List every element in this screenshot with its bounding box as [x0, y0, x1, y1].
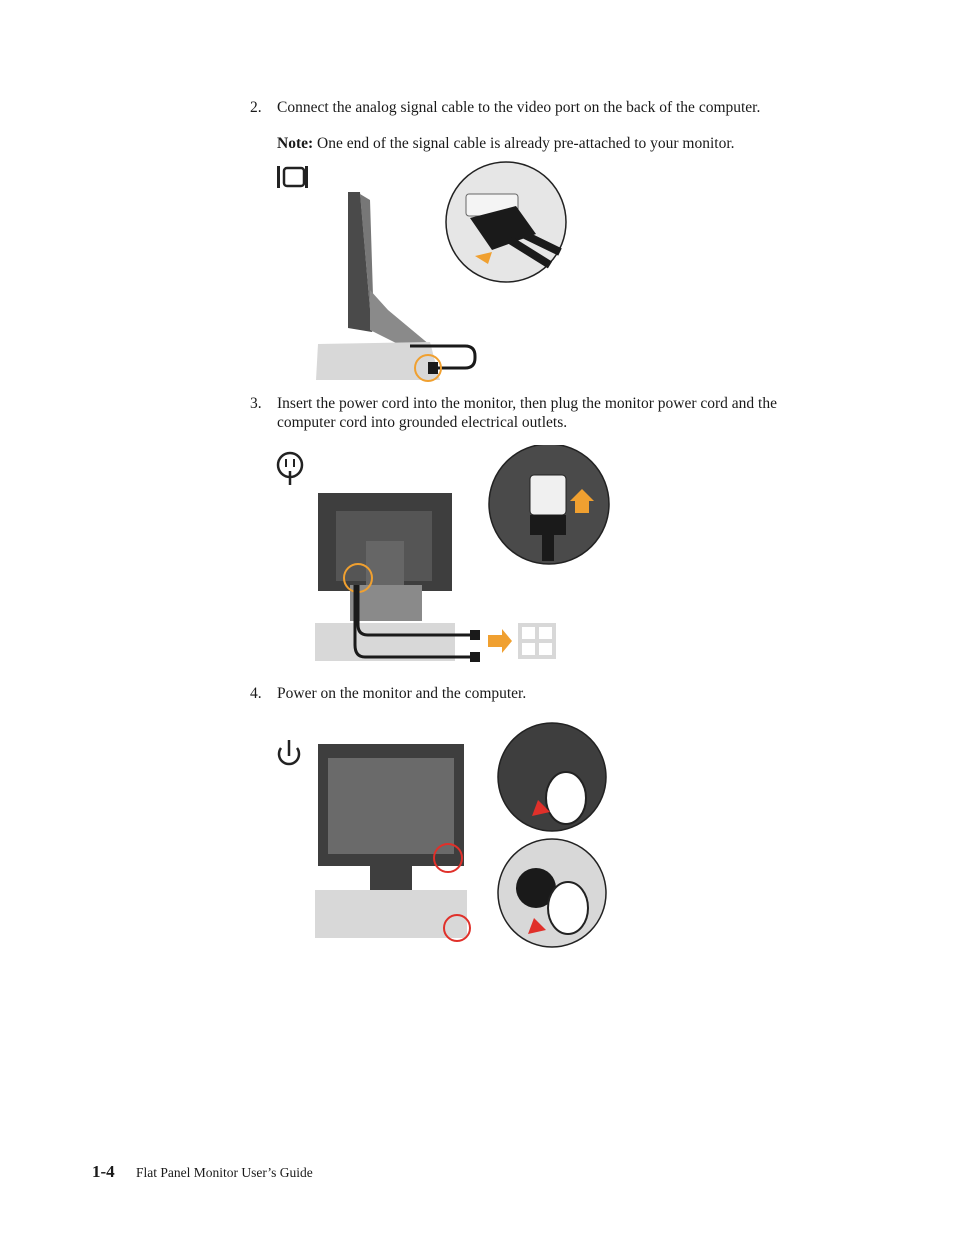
step-text: Insert the power cord into the monitor, …: [277, 395, 777, 431]
monitor-power-button-detail: [497, 722, 607, 832]
page-footer: 1-4 Flat Panel Monitor User’s Guide: [92, 1162, 313, 1182]
step-text: Power on the monitor and the computer.: [277, 685, 527, 702]
step-number: 3.: [250, 395, 262, 412]
power-on-illustration: [277, 722, 607, 948]
page-number: 1-4: [92, 1162, 115, 1181]
note: Note: One end of the signal cable is alr…: [277, 135, 735, 153]
step-text: Connect the analog signal cable to the v…: [277, 99, 761, 116]
vga-port-icon: [277, 166, 308, 188]
step-number: 2.: [250, 99, 262, 116]
note-label: Note:: [277, 135, 314, 152]
power-button-icon: [277, 740, 301, 766]
vga-connector-detail: [445, 161, 567, 283]
signal-cable-illustration: [277, 161, 567, 382]
power-connector-detail: [488, 445, 610, 565]
computer-power-button-detail: [497, 838, 607, 948]
step-number: 4.: [250, 685, 262, 702]
note-text: One end of the signal cable is already p…: [317, 135, 735, 152]
outlet-icon: [518, 623, 556, 659]
document-title: Flat Panel Monitor User’s Guide: [136, 1165, 313, 1180]
power-plug-icon: [276, 451, 304, 485]
power-cord-illustration: [276, 445, 610, 662]
